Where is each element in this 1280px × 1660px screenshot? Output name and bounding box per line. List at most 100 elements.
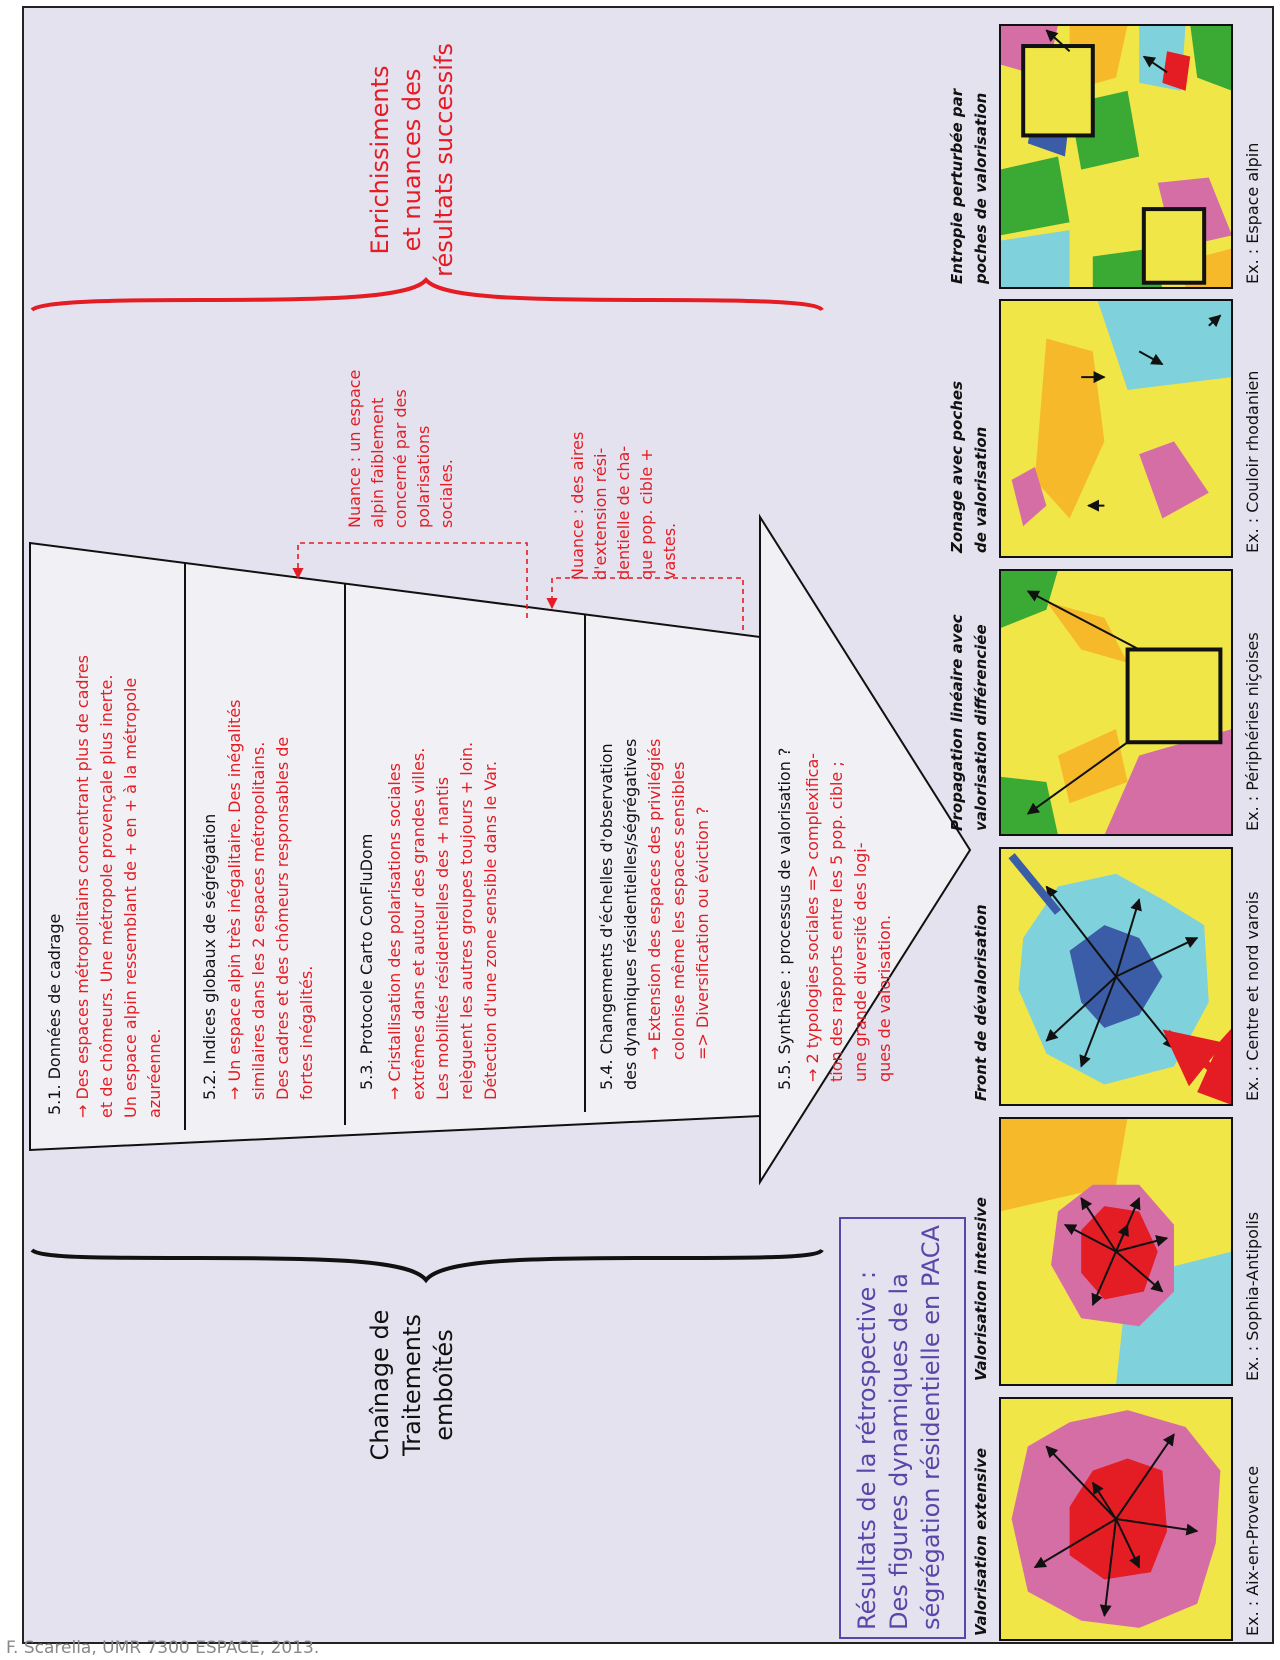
arrow-1 [1063, 1223, 1117, 1253]
arrow-5 [1079, 976, 1117, 1068]
brace-right-label-3: résultats successifs [430, 43, 458, 277]
arrow-1 [1045, 1445, 1117, 1520]
valorisation-square-2 [1141, 207, 1207, 285]
arrow-4 [1208, 314, 1222, 328]
arrow-1 [1045, 885, 1117, 978]
panel-title: Valorisation intensive [972, 1197, 990, 1381]
panel-title-line-2: valorisation différenciée [972, 624, 990, 831]
arrow-6 [1091, 1251, 1117, 1307]
panel-map [1000, 570, 1232, 835]
section-3-line-2: extrêmes dans et autour des grandes vill… [409, 748, 428, 1100]
entropy-tile-3 [1000, 156, 1070, 236]
section-4: 5.4. Changements d'échelles d'observatio… [597, 739, 712, 1090]
arrow-2 [1026, 741, 1129, 815]
section-4-title: 5.4. Changements d'échelles d'observatio… [597, 743, 616, 1090]
panel-example: Ex. : Sophia-Antipolis [1243, 1212, 1262, 1381]
nuance-1-line-4: polarisations [414, 426, 433, 528]
arrow-3 [1045, 975, 1117, 1042]
panel-map [1000, 848, 1232, 1105]
map-panel-5: Zonage avec poches de valorisation Ex. : C… [948, 299, 1262, 558]
results-box-text: Résultats de la rétrospective :Des figur… [853, 1224, 945, 1630]
section-2-line-4: fortes inégalités. [297, 966, 316, 1100]
arrow-4 [1115, 1235, 1169, 1253]
brace-left-label-3: emboîtés [430, 1329, 458, 1440]
brace-right-label-2: et nuances des [398, 69, 426, 252]
pink-zone [1104, 729, 1232, 835]
section-2-line-3: Des cadres et des chômeurs responsables … [273, 737, 292, 1100]
arrow-1 [1142, 55, 1168, 74]
panel-title-line-1: Zonage avec poches [948, 381, 966, 554]
section-3-line-3: Les mobilités résidentielles des + nanti… [433, 777, 452, 1100]
entropy-tile-13 [1190, 25, 1232, 91]
nuance-2-line-1: Nuance : des aires [568, 432, 587, 580]
section-2-title: 5.2. Indices globaux de ségrégation [200, 814, 219, 1100]
section-3-title: 5.3. Protocole Carto ConFluDom [357, 834, 376, 1090]
nuance-2-line-5: vastes. [660, 523, 679, 580]
panel-example: Ex. : Centre et nord varois [1243, 891, 1262, 1101]
arrow-1 [1026, 590, 1140, 651]
section-5-line-3: une grande diversité des logi- [851, 843, 870, 1082]
section-3-line-1: → Cristallisation des polarisations soci… [385, 763, 404, 1100]
section-1-line-2: et de chômeurs. Une métropole provençale… [97, 675, 116, 1118]
arrow-6 [1115, 898, 1142, 977]
red-core [1081, 1206, 1158, 1300]
panel-border [999, 569, 1233, 836]
section-1-title: 5.1. Données de cadrage [45, 914, 64, 1115]
panel-title-line-2: de valorisation [972, 427, 990, 553]
orange-top [1046, 601, 1128, 663]
panel-example: Ex. : Périphéries niçoises [1243, 632, 1262, 831]
section-1-line-4: azuréenne. [145, 1029, 164, 1118]
panel-map [1000, 1118, 1232, 1385]
nuance-1-line-5: sociales. [437, 459, 456, 528]
arrow-7 [1115, 1518, 1141, 1569]
section-2: 5.2. Indices globaux de ségrégation→ Un … [200, 699, 316, 1100]
section-2-line-2: similaires dans les 2 espaces métropolit… [249, 742, 268, 1100]
results-box-line-1: Résultats de la rétrospective : [853, 1271, 881, 1630]
valorisation-square [1125, 647, 1223, 745]
panel-example: Ex. : Espace alpin [1243, 143, 1262, 284]
panel-example: Ex. : Couloir rhodanien [1243, 371, 1262, 553]
brace-right [30, 276, 824, 312]
funnel-section-texts: 5.1. Données de cadrage→ Des espaces mét… [45, 655, 894, 1118]
section-1: 5.1. Données de cadrage→ Des espaces mét… [45, 655, 164, 1118]
entropy-tile-7 [1081, 169, 1151, 249]
pink-a [1011, 467, 1047, 527]
panel-title-line-2: poches de valorisation [972, 93, 990, 285]
orange-zone [1034, 338, 1105, 519]
entropy-tile-4 [1000, 230, 1070, 288]
brace-right-label-1: Enrichissiments [366, 66, 394, 255]
credit-text: F. Scarella, UMR 7300 ESPACE, 2013. [6, 1638, 320, 1658]
arrow-2 [1080, 1197, 1117, 1253]
arrow-2 [1045, 29, 1071, 53]
panel-map [1000, 300, 1232, 557]
arrow-2 [1115, 937, 1199, 978]
section-5-title: 5.5. Synthèse : processus de valorisatio… [775, 748, 794, 1090]
brace-left-label-1: Chaînage de [366, 1310, 394, 1461]
panel-example: Ex. : Aix-en-Provence [1243, 1466, 1262, 1636]
nuance-1-line-1: Nuance : un espace [345, 370, 364, 528]
arrow-5 [1099, 1518, 1117, 1617]
section-3-line-5: Détection d'une zone sensible dans le Va… [481, 761, 500, 1100]
section-4-title-2: des dynamiques résidentielles/ségrégativ… [621, 739, 640, 1090]
nuance-1-line-3: concerné par des [391, 389, 410, 528]
panel-border [999, 24, 1233, 289]
valorisation-square-1 [1021, 44, 1095, 138]
nuance-2-connector [546, 577, 744, 630]
section-4-line-1: → Extension des espaces des privilégiés [645, 739, 664, 1060]
section-4-line-3: => Diversification ou éviction ? [693, 806, 712, 1060]
nuance-2-line-3: dentielle de cha- [614, 446, 633, 580]
results-box-line-2: Des figures dynamiques de la [885, 1273, 913, 1630]
panel-map [1011, 1410, 1221, 1628]
panel-map [1000, 25, 1232, 288]
section-5-line-2: tion des rapports entre les 5 pop. cible… [827, 761, 846, 1082]
section-3: 5.3. Protocole Carto ConFluDom → Cristall… [357, 742, 500, 1100]
section-3-line-4: relèguent les autres groupes toujours + … [457, 742, 476, 1100]
nuance-connectors [292, 542, 744, 630]
